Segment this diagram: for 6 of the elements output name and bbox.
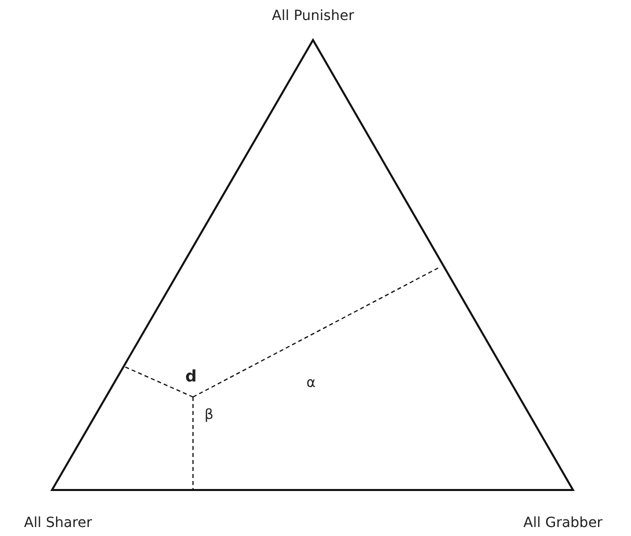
distance-label: β [204,407,214,423]
distance-label: α [306,375,316,391]
point-label: d [185,366,197,386]
vertex-label: All Grabber [523,515,603,531]
vertex-label: All Sharer [24,515,92,531]
vertex-label: All Punisher [272,8,354,24]
